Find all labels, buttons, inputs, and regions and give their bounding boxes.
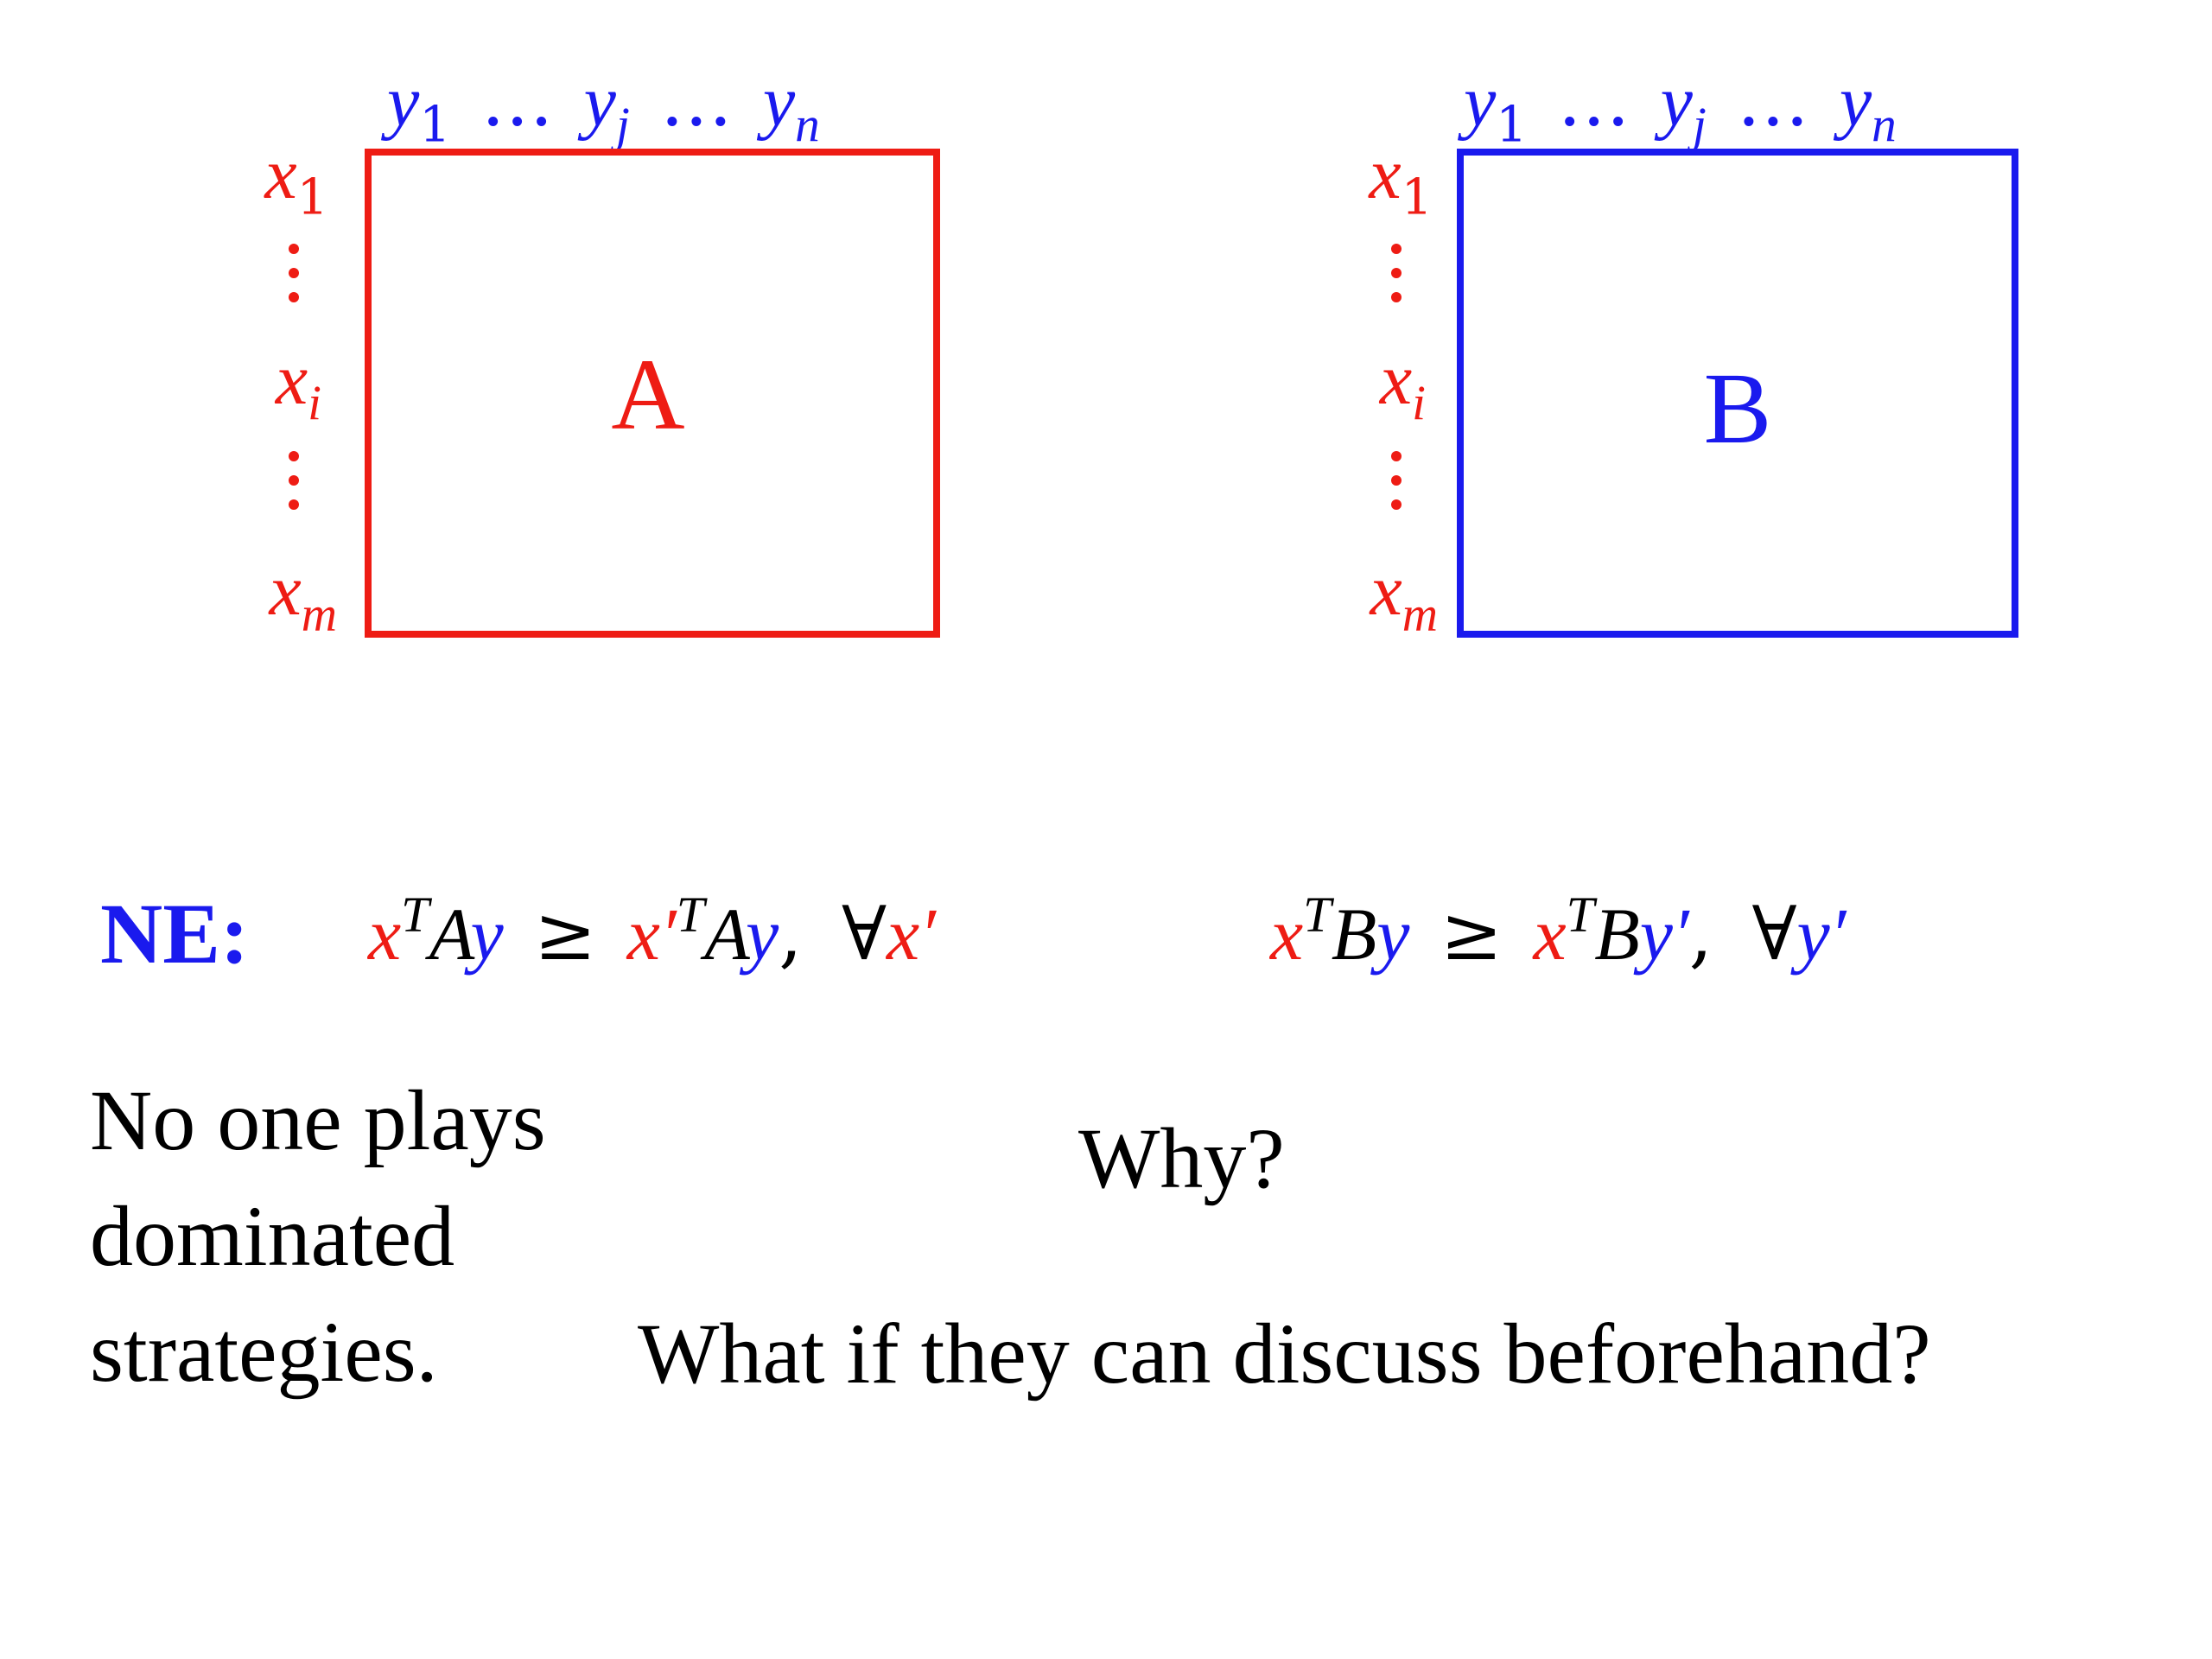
col-header-ellipsis-1: … xyxy=(480,58,554,143)
matrix-a-col-headers: y1 … yj … yn xyxy=(387,64,820,149)
vertical-dots-icon xyxy=(244,244,373,304)
matrix-b-label: B xyxy=(1703,352,1772,465)
col-header-yj: y xyxy=(583,61,616,142)
row-header-x1-var: x xyxy=(264,134,297,214)
dominated-strategies-text: No one plays dominated strategies. xyxy=(90,1063,546,1410)
col-header-yn: y xyxy=(762,61,796,142)
eq-b-x-2: x xyxy=(1533,893,1567,976)
eq-a-geq: ≥ xyxy=(534,891,597,977)
text-line-2: dominated xyxy=(90,1188,455,1284)
eq-a-matrix-2: A xyxy=(704,893,747,976)
vertical-dots-icon xyxy=(1346,451,1476,512)
row-header-x1-sub: 1 xyxy=(296,168,328,226)
col-header-ellipsis-2: … xyxy=(659,58,733,143)
eq-a-x-prime: x′ xyxy=(626,893,677,976)
eq-a-y: y xyxy=(470,893,504,976)
eq-b-matrix-2: B xyxy=(1594,893,1640,976)
payoff-matrix-a: A xyxy=(365,149,940,638)
eq-a-transpose-2: T xyxy=(676,886,705,943)
eq-b-x: x xyxy=(1270,893,1304,976)
vertical-dots-icon xyxy=(244,451,373,512)
ne-label: NE: xyxy=(100,886,250,982)
col-header-y1-sub: 1 xyxy=(419,96,451,154)
row-header-x1: x1 xyxy=(1303,138,1433,222)
eq-b-forall-y-prime: y′ xyxy=(1796,893,1847,976)
eq-b-transpose-2: T xyxy=(1566,886,1595,943)
eq-b-transpose: T xyxy=(1303,886,1332,943)
eq-b-comma: , xyxy=(1688,891,1713,977)
ne-row: NE: xyxy=(100,891,249,977)
vertical-dots-icon xyxy=(1346,244,1476,304)
discuss-question: What if they can discuss beforehand? xyxy=(638,1306,1931,1402)
matrix-b-col-headers: y1 … yj … yn xyxy=(1464,64,1897,149)
text-line-3: strategies. xyxy=(90,1304,438,1400)
why-question: Why? xyxy=(1078,1110,1285,1206)
row-header-xi-sub: i xyxy=(308,376,321,431)
eq-a-y-2: y xyxy=(746,893,779,976)
eq-b-matrix: B xyxy=(1331,893,1377,976)
row-header-x1: x1 xyxy=(199,138,328,222)
row-header-xm: xm xyxy=(207,555,337,639)
col-header-yn-sub: n xyxy=(1872,98,1897,153)
matrix-a-label: A xyxy=(611,338,685,451)
row-header-xi: xi xyxy=(1296,344,1426,429)
eq-b-y: y xyxy=(1376,893,1410,976)
row-header-xm: xm xyxy=(1308,555,1438,639)
col-header-ellipsis-2: … xyxy=(1736,58,1809,143)
eq-a-matrix: A xyxy=(429,893,471,976)
eq-b-geq: ≥ xyxy=(1440,891,1503,977)
col-header-yn: y xyxy=(1839,61,1872,142)
col-header-yj-sub: j xyxy=(615,98,630,153)
payoff-matrix-b: B xyxy=(1457,149,2018,638)
eq-a-comma: , xyxy=(779,891,803,977)
eq-a-transpose: T xyxy=(401,886,429,943)
row-header-x1-sub: 1 xyxy=(1401,168,1433,226)
row-header-xi-var: x xyxy=(1379,340,1413,420)
nash-condition-b: xTBy ≥ xTBy′, ∀y′ xyxy=(1270,889,1847,976)
eq-b-y-prime: y′ xyxy=(1639,893,1689,976)
row-header-xi: xi xyxy=(192,344,321,429)
col-header-ellipsis-1: … xyxy=(1557,58,1630,143)
row-header-xm-var: x xyxy=(269,550,302,631)
text-line-1: No one plays xyxy=(90,1072,546,1168)
col-header-yj-sub: j xyxy=(1692,98,1707,153)
col-header-yn-sub: n xyxy=(795,98,820,153)
col-header-y1-sub: 1 xyxy=(1496,96,1528,154)
row-header-xi-sub: i xyxy=(1412,376,1426,431)
row-header-xm-sub: m xyxy=(1402,587,1438,642)
nash-condition-a: xTAy ≥ x′TAy, ∀x′ xyxy=(368,889,936,976)
eq-a-x: x xyxy=(368,893,402,976)
row-header-xm-var: x xyxy=(1370,550,1402,631)
row-header-xm-sub: m xyxy=(301,587,337,642)
eq-b-forall: ∀ xyxy=(1751,891,1797,977)
eq-a-forall: ∀ xyxy=(842,891,887,977)
col-header-yj: y xyxy=(1660,61,1693,142)
row-header-x1-var: x xyxy=(1369,134,1402,214)
eq-a-forall-x-prime: x′ xyxy=(886,893,936,976)
col-header-y1: y xyxy=(1464,61,1497,142)
col-header-y1: y xyxy=(387,61,420,142)
row-header-xi-var: x xyxy=(275,340,308,420)
